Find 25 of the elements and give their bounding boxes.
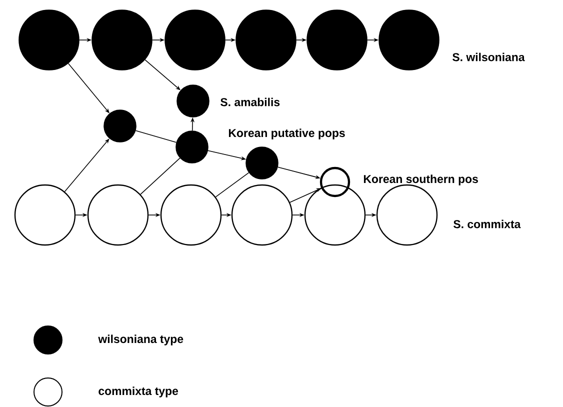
population-label: S. amabilis <box>220 98 280 106</box>
population-circle <box>176 130 208 164</box>
population-circle <box>87 184 149 246</box>
population-circle <box>320 166 350 198</box>
population-circle <box>231 184 293 246</box>
population-circle <box>378 10 440 70</box>
population-label: S. wilsoniana <box>452 52 525 62</box>
population-circle <box>246 146 278 180</box>
population-circle <box>176 84 210 118</box>
population-circle <box>306 10 368 70</box>
population-circle <box>236 10 296 70</box>
legend-label: wilsoniana type <box>98 334 184 346</box>
population-circle <box>18 10 80 70</box>
population-label: S. commixta <box>454 220 521 228</box>
arrow <box>64 138 110 192</box>
population-label: Korean southern pos <box>364 174 478 186</box>
population-circle <box>92 10 152 70</box>
population-circle <box>14 184 76 246</box>
population-circle <box>104 110 136 142</box>
legend-label: commixta type <box>98 386 178 398</box>
population-circle <box>376 184 438 246</box>
population-circle <box>164 10 226 70</box>
population-label: Korean putative pops <box>228 128 345 140</box>
population-circle <box>304 184 366 246</box>
population-circle <box>160 184 222 246</box>
